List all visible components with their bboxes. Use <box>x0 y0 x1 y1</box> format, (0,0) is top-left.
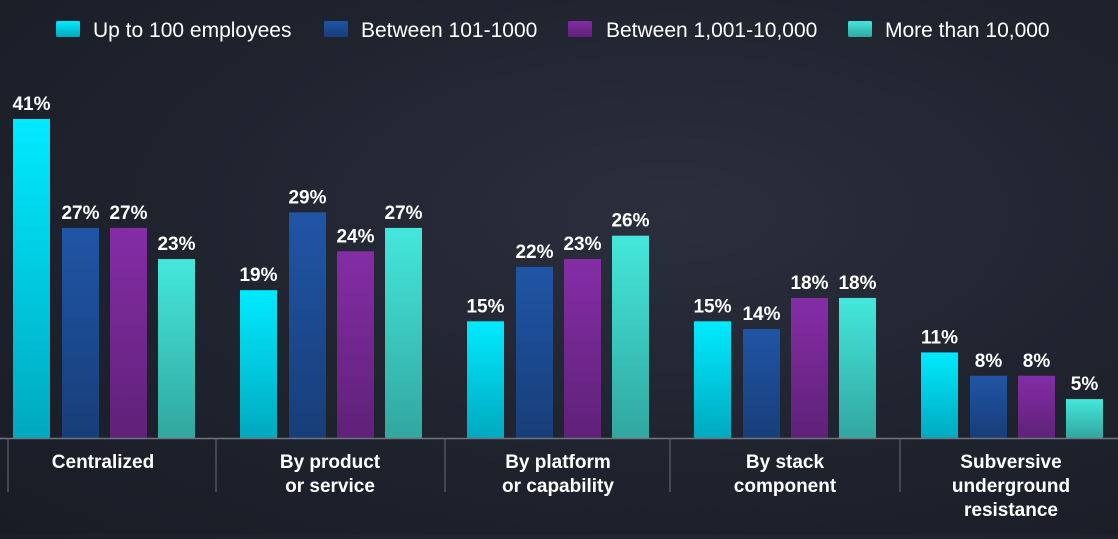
data-label: 19% <box>239 265 277 286</box>
legend-swatch <box>56 21 80 37</box>
bar <box>694 321 731 438</box>
legend-item: Up to 100 employees <box>56 19 291 42</box>
bar <box>13 119 50 438</box>
category-label-line: or service <box>285 476 375 497</box>
data-label: 15% <box>466 296 504 317</box>
bar-group <box>240 212 422 438</box>
category-label-line: Subversive <box>960 452 1061 473</box>
bar <box>385 227 422 438</box>
category-label-line: underground <box>952 476 1070 497</box>
bar <box>970 375 1007 438</box>
data-label: 27% <box>109 203 147 224</box>
legend-swatch <box>848 21 872 37</box>
data-label: 22% <box>515 242 553 263</box>
data-label: 26% <box>611 211 649 232</box>
data-label: 18% <box>838 273 876 294</box>
bar-group <box>13 119 195 438</box>
bar <box>612 235 649 438</box>
category-label-line: Centralized <box>52 452 154 473</box>
legend-swatch <box>568 21 592 37</box>
data-label: 23% <box>157 234 195 255</box>
bar-group <box>467 235 649 438</box>
category-label: Subversive underground resistance <box>952 452 1070 521</box>
data-label: 24% <box>336 226 374 247</box>
category-label-line: resistance <box>964 500 1058 521</box>
legend-label: More than 10,000 <box>885 19 1050 42</box>
value-labels: 41% 27% 27% 23% 19% 29% 24% 27% 15% 22% 23% 26% 15% 1… <box>12 94 1098 395</box>
data-label: 8% <box>975 351 1003 372</box>
data-label: 29% <box>288 187 326 208</box>
legend-item: Between 1,001-10,000 <box>568 19 817 42</box>
bar-group <box>694 297 876 438</box>
bar <box>743 329 780 438</box>
legend-label: Up to 100 employees <box>93 19 291 42</box>
bar <box>564 259 601 438</box>
bar <box>516 266 553 438</box>
bar <box>240 290 277 438</box>
bar <box>289 212 326 438</box>
data-label: 8% <box>1023 351 1051 372</box>
bars <box>13 119 1103 438</box>
bar <box>467 321 504 438</box>
bar <box>1018 375 1055 438</box>
data-label: 14% <box>742 304 780 325</box>
bar <box>791 297 828 438</box>
bar <box>1066 399 1103 438</box>
bar <box>839 297 876 438</box>
category-label: Centralized <box>52 452 154 473</box>
bar <box>921 352 958 438</box>
legend-label: Between 1,001-10,000 <box>606 19 817 42</box>
bar <box>110 227 147 438</box>
legend-item: More than 10,000 <box>848 19 1050 42</box>
data-label: 15% <box>693 296 731 317</box>
data-label: 18% <box>790 273 828 294</box>
category-label-line: By platform <box>505 452 611 473</box>
category-label-line: By product <box>280 452 381 473</box>
bar <box>62 227 99 438</box>
category-label-line: By stack <box>746 452 825 473</box>
data-label: 41% <box>12 94 50 115</box>
data-label: 23% <box>563 234 601 255</box>
bar <box>158 259 195 438</box>
legend-swatch <box>324 21 348 37</box>
x-axis: Centralized By product or service By platfo… <box>0 437 1118 521</box>
legend-item: Between 101-1000 <box>324 19 537 42</box>
category-label-line: component <box>734 476 837 497</box>
data-label: 27% <box>61 203 99 224</box>
legend-label: Between 101-1000 <box>361 19 537 42</box>
data-label: 27% <box>384 203 422 224</box>
category-label-line: or capability <box>502 476 614 497</box>
bar <box>337 251 374 438</box>
category-label: By platform or capability <box>502 452 614 497</box>
bar-group <box>921 352 1103 438</box>
legend: Up to 100 employees Between 101-1000 Betwe… <box>56 19 1050 42</box>
data-label: 11% <box>921 327 958 348</box>
category-label: By product or service <box>280 452 381 497</box>
data-label: 5% <box>1071 374 1099 395</box>
category-label: By stack component <box>734 452 837 497</box>
